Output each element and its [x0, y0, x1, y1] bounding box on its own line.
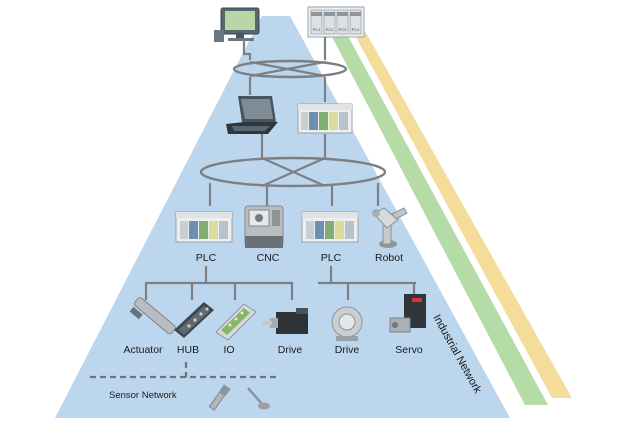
- plc-left-label: PLC: [196, 252, 217, 264]
- plc-right-label: PLC: [321, 252, 342, 264]
- rack-slot-1: PC1: [313, 27, 322, 32]
- laptop-icon: [226, 96, 278, 134]
- cnc-machine-icon: [244, 205, 284, 248]
- middle-ring-network: [199, 156, 387, 188]
- plc-right-icon: [301, 211, 359, 243]
- io-module-icon: [215, 303, 257, 341]
- cnc-label: CNC: [257, 252, 280, 264]
- plc-top-icon: [297, 103, 353, 134]
- server-rack-icon: PC1 PC2 PC3 PC4: [307, 6, 365, 38]
- actuator-icon: [129, 297, 176, 335]
- drive-motor-left-icon: [262, 308, 308, 334]
- monitor-uplink-cable: [242, 40, 252, 60]
- rack-slot-2: PC2: [326, 27, 335, 32]
- sensor-network-label: Sensor Network: [109, 390, 177, 401]
- hub-icon: [174, 302, 214, 338]
- servo-label: Servo: [395, 344, 423, 356]
- servo-icon: [389, 294, 426, 333]
- robot-arm-icon: [372, 207, 408, 248]
- drive-left-label: Drive: [278, 344, 303, 356]
- yellow-layer: [340, 8, 572, 398]
- left-field-bus: [144, 281, 294, 300]
- drive-motor-right-icon: [331, 306, 363, 341]
- hub-label: HUB: [177, 344, 199, 356]
- probe-sensor-icon: [247, 387, 270, 410]
- rack-slot-3: PC3: [339, 27, 348, 32]
- io-label: IO: [223, 344, 234, 356]
- monitor-icon: [214, 7, 260, 42]
- green-layer: [320, 14, 548, 405]
- robot-label: Robot: [375, 252, 403, 264]
- proximity-sensor-icon: [208, 384, 231, 411]
- top-ring-network: [232, 59, 348, 79]
- plc-left-icon: [175, 211, 233, 243]
- drive-right-label: Drive: [335, 344, 360, 356]
- rack-slot-4: PC4: [352, 27, 361, 32]
- actuator-label: Actuator: [123, 344, 163, 356]
